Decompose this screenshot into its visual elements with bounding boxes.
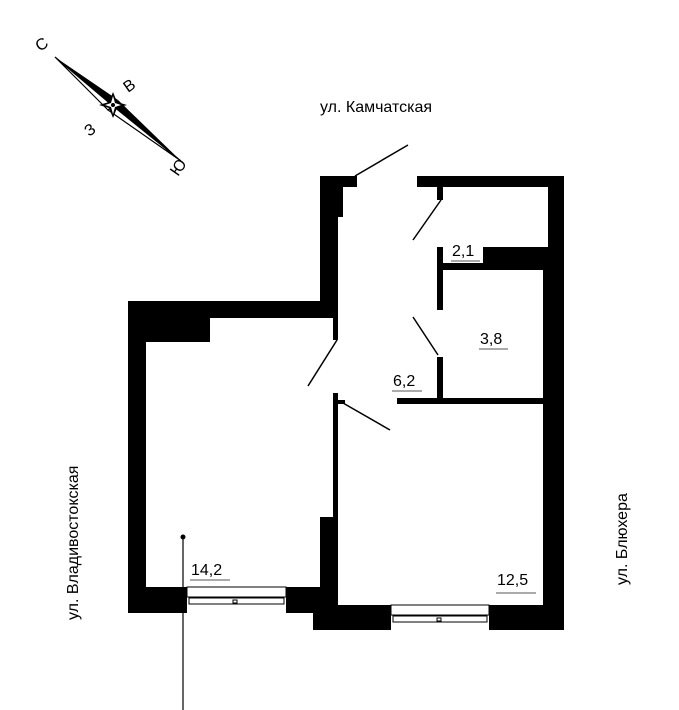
window-left bbox=[186, 586, 287, 605]
entrance-door bbox=[354, 144, 409, 177]
area-room-left: 14,2 bbox=[191, 562, 222, 579]
area-storage: 2,1 bbox=[452, 243, 474, 260]
area-bathroom: 3,8 bbox=[480, 331, 502, 348]
window-right bbox=[390, 604, 490, 623]
doors bbox=[307, 144, 442, 431]
storage-door bbox=[412, 199, 442, 241]
right-room-door bbox=[342, 402, 391, 431]
compass-rose-icon bbox=[54, 56, 182, 162]
compass-north-label: С bbox=[33, 35, 52, 56]
section-marker bbox=[180, 534, 186, 710]
left-room-door bbox=[307, 339, 338, 387]
compass-south-label: Ю bbox=[167, 156, 190, 179]
area-room-right: 12,5 bbox=[497, 572, 528, 589]
compass-east-label: В bbox=[121, 76, 139, 96]
walls bbox=[128, 176, 564, 630]
street-label-north: ул. Камчатская bbox=[320, 99, 432, 116]
bathroom-door bbox=[412, 316, 439, 356]
area-hallway: 6,2 bbox=[393, 373, 415, 390]
street-label-east: ул. Блюхера bbox=[614, 493, 631, 585]
street-label-west: ул. Владивостокская bbox=[65, 466, 82, 620]
compass-west-label: З bbox=[82, 121, 100, 140]
